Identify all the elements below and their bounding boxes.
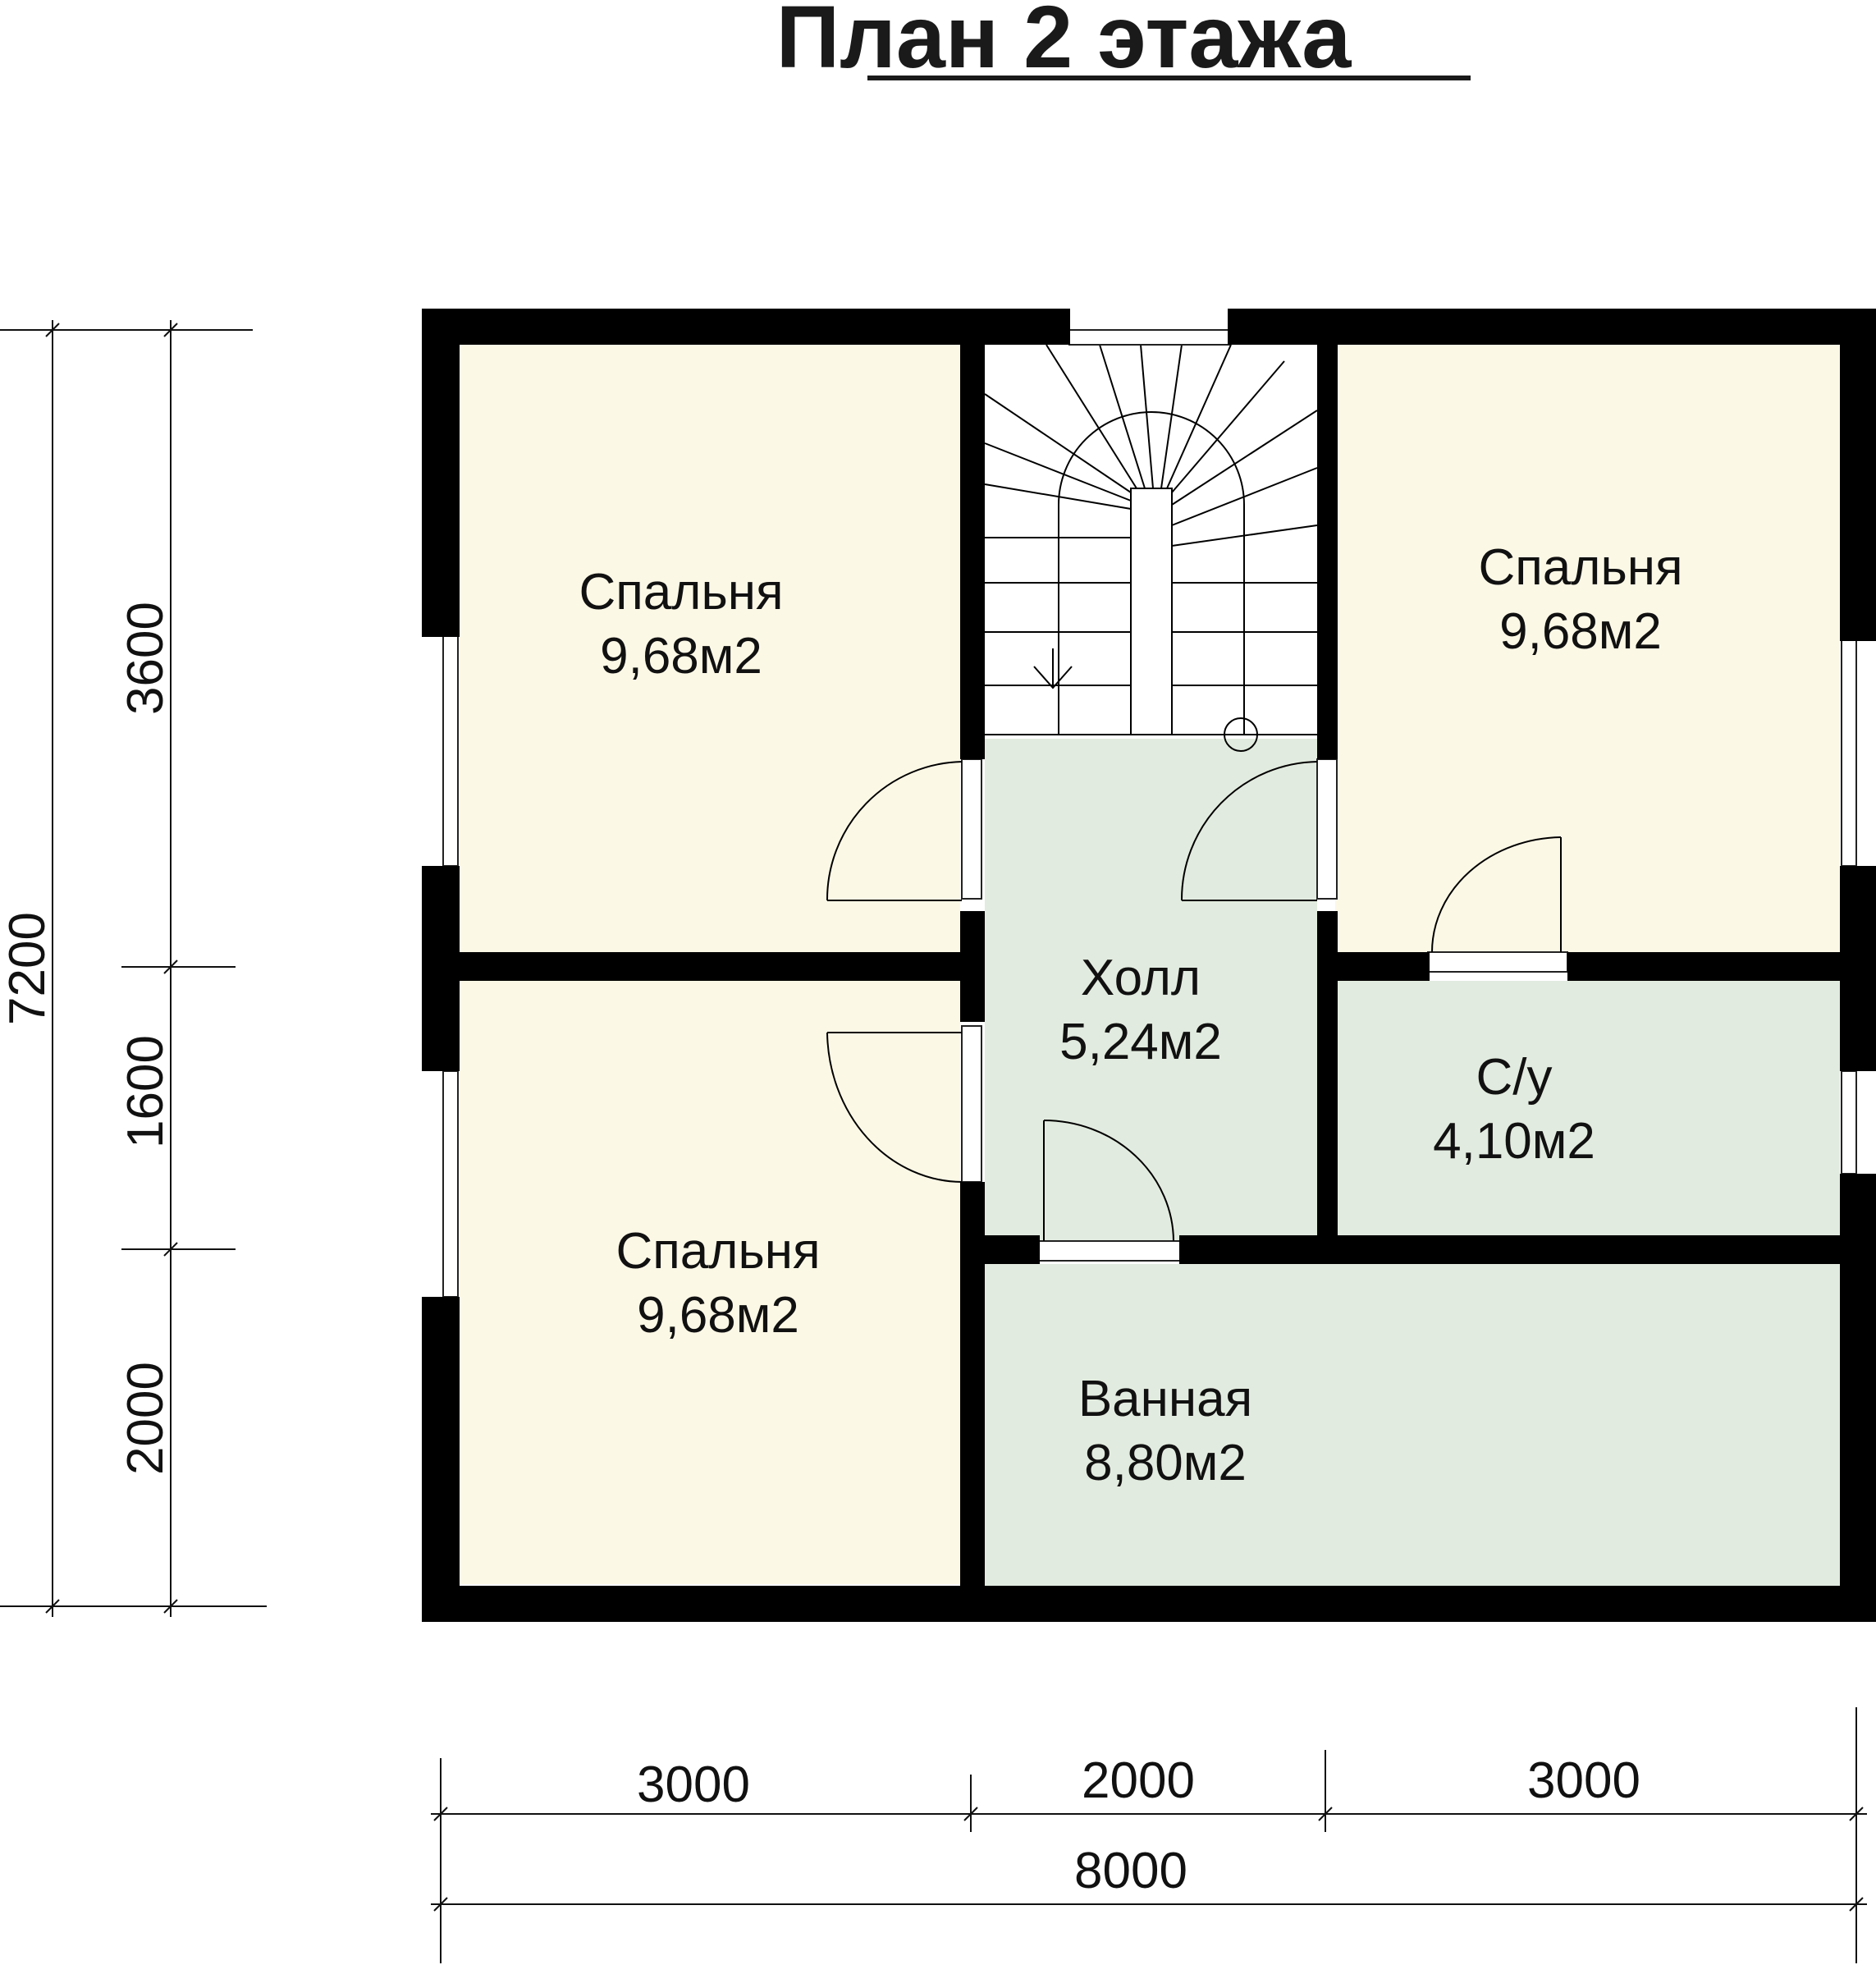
room-name-bathroom: Ванная bbox=[1078, 1371, 1252, 1427]
hall-fill bbox=[985, 739, 1317, 1243]
window-right-lower bbox=[1841, 1070, 1857, 1175]
room-name-bedroom-top-left: Спальня bbox=[579, 564, 783, 621]
bottom-dimensions: 3000 2000 3000 8000 bbox=[431, 1707, 1867, 1963]
dim-bottom-total: 8000 bbox=[1074, 1843, 1187, 1899]
room-area-bedroom-bottom-left: 9,68м2 bbox=[637, 1287, 799, 1344]
left-dimensions: 7200 3600 1600 2000 bbox=[0, 320, 267, 1617]
dim-left-segment-1: 3600 bbox=[117, 602, 174, 715]
room-name-hall: Холл bbox=[1081, 950, 1201, 1006]
window-left-upper bbox=[442, 635, 459, 867]
dim-left-total: 7200 bbox=[0, 912, 56, 1025]
stair-area-fill bbox=[985, 345, 1317, 739]
bedroom-bottom-left-fill bbox=[460, 981, 960, 1584]
room-labels: Спальня 9,68м2 Спальня 9,68м2 Холл 5,24м… bbox=[579, 539, 1682, 1491]
plan-title: План 2 этажа bbox=[776, 0, 1352, 86]
title-underline bbox=[867, 76, 1471, 80]
room-area-bedroom-top-right: 9,68м2 bbox=[1499, 603, 1662, 660]
door-bedroom-bottom-left[interactable] bbox=[826, 1025, 982, 1183]
staircase bbox=[984, 344, 1318, 752]
dim-bottom-segment-1: 3000 bbox=[637, 1756, 750, 1813]
door-bedroom-top-left[interactable] bbox=[826, 758, 982, 901]
window-right-upper bbox=[1841, 639, 1857, 867]
bedroom-top-right-fill bbox=[1335, 345, 1840, 952]
room-name-bedroom-top-right: Спальня bbox=[1478, 539, 1682, 596]
bathroom-fill bbox=[985, 1264, 1840, 1586]
room-area-wc: 4,10м2 bbox=[1433, 1113, 1595, 1170]
door-wc[interactable] bbox=[1427, 836, 1568, 973]
window-top bbox=[1068, 329, 1230, 346]
window-left-lower bbox=[442, 1070, 459, 1298]
room-name-bedroom-bottom-left: Спальня bbox=[615, 1223, 820, 1280]
walls bbox=[422, 309, 1876, 1622]
door-bedroom-top-right[interactable] bbox=[1180, 758, 1338, 901]
dim-bottom-segment-2: 2000 bbox=[1082, 1752, 1195, 1809]
dim-left-segment-3: 2000 bbox=[117, 1362, 174, 1475]
windows bbox=[442, 329, 1857, 1298]
dim-bottom-segment-3: 3000 bbox=[1527, 1752, 1640, 1809]
wc-fill bbox=[1335, 981, 1840, 1235]
room-area-hall: 5,24м2 bbox=[1059, 1014, 1222, 1070]
room-area-bedroom-top-left: 9,68м2 bbox=[600, 628, 762, 685]
room-area-bathroom: 8,80м2 bbox=[1084, 1435, 1247, 1491]
room-fills bbox=[460, 345, 1840, 1586]
dim-left-segment-2: 1600 bbox=[117, 1035, 174, 1148]
bedroom-top-left-fill bbox=[460, 345, 960, 956]
room-name-wc: С/у bbox=[1476, 1049, 1553, 1106]
